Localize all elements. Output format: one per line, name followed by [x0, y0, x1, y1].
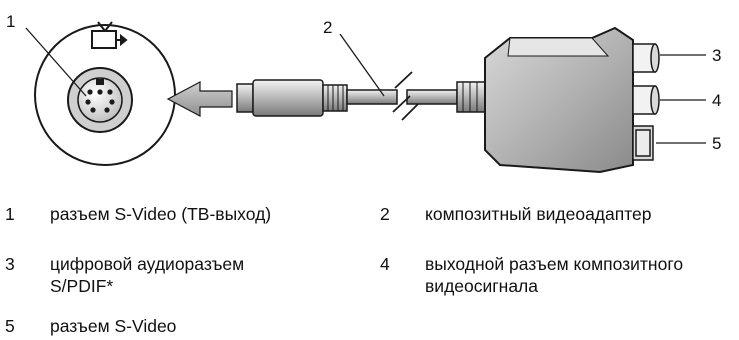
legend-text: выходной разъем композитного видеосигнал… — [425, 254, 684, 296]
callout-4: 4 — [712, 91, 721, 110]
s-video-plug — [236, 79, 348, 117]
legend-number: 1 — [5, 204, 15, 224]
legend-text: разъем S-Video (ТВ-выход) — [50, 204, 272, 224]
tv-out-icon — [91, 21, 128, 49]
arrow-left-icon — [166, 81, 233, 117]
legend-number: 5 — [5, 316, 15, 336]
legend-number: 4 — [380, 254, 390, 274]
legend-number: 2 — [380, 204, 390, 224]
legend-text: разъем S-Video — [50, 316, 177, 336]
composite-adapter-box — [484, 26, 634, 174]
callout-5: 5 — [712, 134, 721, 153]
s-video-port-icon — [67, 67, 133, 133]
spdif-connector — [632, 43, 660, 73]
s-video-connector — [632, 125, 654, 161]
callout-3: 3 — [712, 46, 721, 65]
adapter-cable — [346, 71, 486, 121]
legend-text: цифровой аудиоразъем S/PDIF* — [50, 254, 245, 296]
connector-diagram: 1 2 3 4 5 — [6, 12, 721, 174]
callout-1: 1 — [6, 12, 15, 31]
legend-text: композитный видеоадаптер — [425, 204, 652, 224]
leader-lines — [25, 27, 706, 144]
composite-video-connector — [632, 85, 660, 115]
legend-number: 3 — [5, 254, 15, 274]
callout-2: 2 — [323, 18, 332, 37]
